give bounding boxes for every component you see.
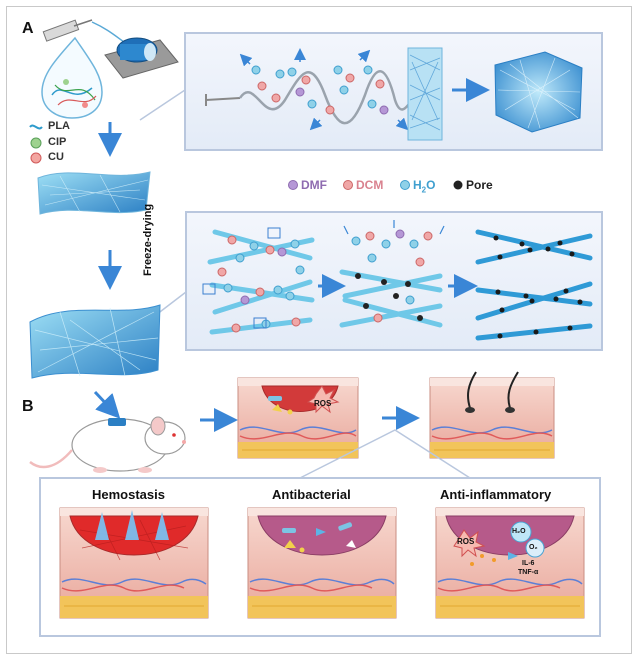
hemostasis-block [59,507,209,619]
fiber-network-drying [339,220,445,328]
cu-label: CU [48,151,64,163]
water-label-sub: 2 [421,185,427,195]
ros-label-inflammation: ROS [457,537,475,546]
anti-inflammatory-title: Anti-inflammatory [440,487,552,502]
pla-marker [29,124,43,130]
pore-label: Pore [466,178,493,192]
molecule-legend-markers [288,180,463,190]
antibacterial-block [247,507,397,619]
wound-skin-block [237,377,359,459]
panel-label-a: A [22,20,34,37]
dmf-label: DMF [301,178,327,192]
antibacterial-title: Antibacterial [272,487,351,502]
pla-label: PLA [48,120,70,132]
hemostasis-title: Hemostasis [92,487,165,502]
anti-inflammatory-block [435,507,585,619]
water-label-h: H [413,178,422,192]
fiber-network-porous [475,229,593,341]
molecule-cloud-a [239,48,409,131]
component-legend [29,124,43,164]
tnf-label: TNF-α [518,569,539,576]
fiber-sponge [29,304,161,379]
water-label: H2O [413,178,435,194]
cu-marker [30,152,42,164]
water-label-o: O [426,178,436,192]
healed-skin-block [429,371,555,459]
solution-droplet [41,36,103,119]
il6-label: IL-6 [522,560,535,567]
h2o-label: H₂O [512,528,526,535]
freeze-drying-label: Freeze-drying [142,203,154,276]
o2-label: O₂ [529,544,538,551]
collector-drum [104,37,179,79]
cip-label: CIP [48,136,67,148]
cip-marker [30,137,42,149]
jet-whip [205,70,414,125]
fiber-network-wet [202,227,315,335]
fiber-cube [494,51,583,133]
mouse-illustration [29,416,186,473]
syringe-icon [42,19,131,47]
ros-label-wound: ROS [314,399,332,408]
dmf-marker [288,180,298,190]
dcm-label: DCM [356,178,384,192]
water-marker [400,180,410,190]
dcm-marker [343,180,353,190]
panel-label-b: B [22,398,34,415]
pore-marker [453,180,463,190]
